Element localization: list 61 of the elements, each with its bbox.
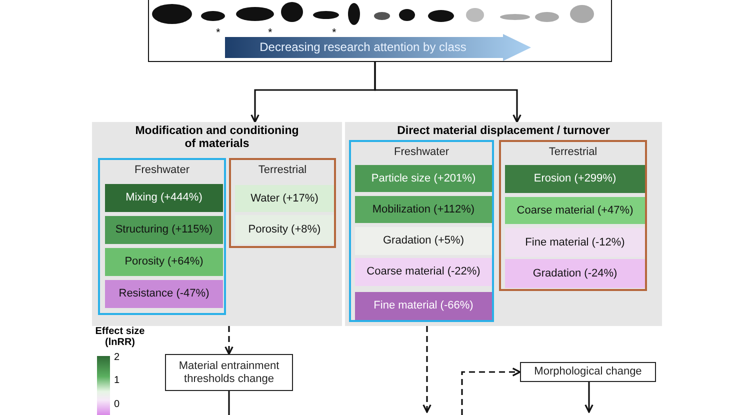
effect-label: Porosity (+8%)	[247, 223, 322, 236]
banner-text: Decreasing research attention by class	[258, 41, 468, 54]
panel-title: Direct material displacement / turnover	[396, 125, 611, 138]
effect-label: Structuring (+115%)	[114, 224, 214, 236]
scale-title: Effect size (lnRR)	[94, 326, 146, 348]
effect-row	[355, 258, 492, 286]
effect-label: Fine material (-66%)	[372, 300, 474, 312]
effect-label: Erosion (+299%)	[532, 172, 618, 186]
effect-row	[505, 259, 645, 288]
scale-tick-label: 2	[114, 352, 120, 363]
effect-row	[355, 292, 492, 320]
figure-frame	[148, 0, 612, 62]
effect-row	[505, 197, 645, 224]
arrow	[224, 326, 234, 355]
effect-label: Resistance (-47%)	[118, 288, 210, 300]
outcome-label: Material entrainment thresholds change	[178, 360, 280, 386]
effect-row	[505, 228, 645, 257]
scale-tick-label: 1	[114, 375, 120, 386]
asterisk-mark: *	[332, 28, 336, 39]
group-heading: Freshwater	[133, 164, 191, 177]
panel-title: Modification and conditioning of materials	[134, 125, 300, 151]
terrestrial-group-box	[229, 158, 336, 248]
effect-row	[105, 248, 223, 276]
freshwater-group-box	[349, 140, 494, 322]
effect-row	[105, 216, 223, 244]
outcome-box	[520, 362, 656, 382]
arrow	[461, 368, 521, 415]
group-heading: Terrestrial	[257, 164, 308, 177]
effect-row	[355, 196, 492, 223]
outcome-box	[165, 354, 293, 391]
group-heading: Terrestrial	[548, 146, 598, 159]
effect-row	[235, 215, 334, 244]
category-panel	[92, 122, 342, 326]
scale-tick-label: 0	[114, 399, 120, 410]
effect-label: Coarse material (+47%)	[516, 204, 634, 217]
effect-row	[355, 165, 492, 192]
effect-label: Particle size (+201%)	[370, 172, 477, 185]
terrestrial-group-box	[499, 140, 647, 291]
outcome-label: Morphological change	[533, 366, 643, 378]
effect-label: Water (+17%)	[250, 192, 320, 205]
effect-row	[105, 280, 223, 308]
group-heading: Freshwater	[392, 146, 450, 159]
effect-row	[105, 184, 223, 212]
connector-line	[228, 391, 230, 415]
effect-row	[235, 185, 334, 212]
effect-label: Coarse material (-22%)	[366, 266, 482, 278]
effect-label: Mixing (+444%)	[124, 192, 204, 204]
effect-row	[355, 227, 492, 255]
effect-row	[505, 165, 645, 193]
effect-label: Gradation (+5%)	[382, 234, 465, 248]
arrow	[374, 62, 522, 123]
effect-label: Porosity (+64%)	[124, 256, 204, 268]
freshwater-group-box	[98, 158, 226, 315]
asterisk-mark: *	[216, 28, 220, 39]
arrow	[584, 382, 594, 413]
category-panel	[345, 122, 662, 326]
effect-label: Mobilization (+112%)	[371, 203, 476, 216]
arrow	[422, 326, 432, 413]
asterisk-mark: *	[268, 28, 272, 39]
effect-label: Gradation (-24%)	[532, 267, 618, 280]
effect-label: Fine material (-12%)	[524, 236, 626, 249]
